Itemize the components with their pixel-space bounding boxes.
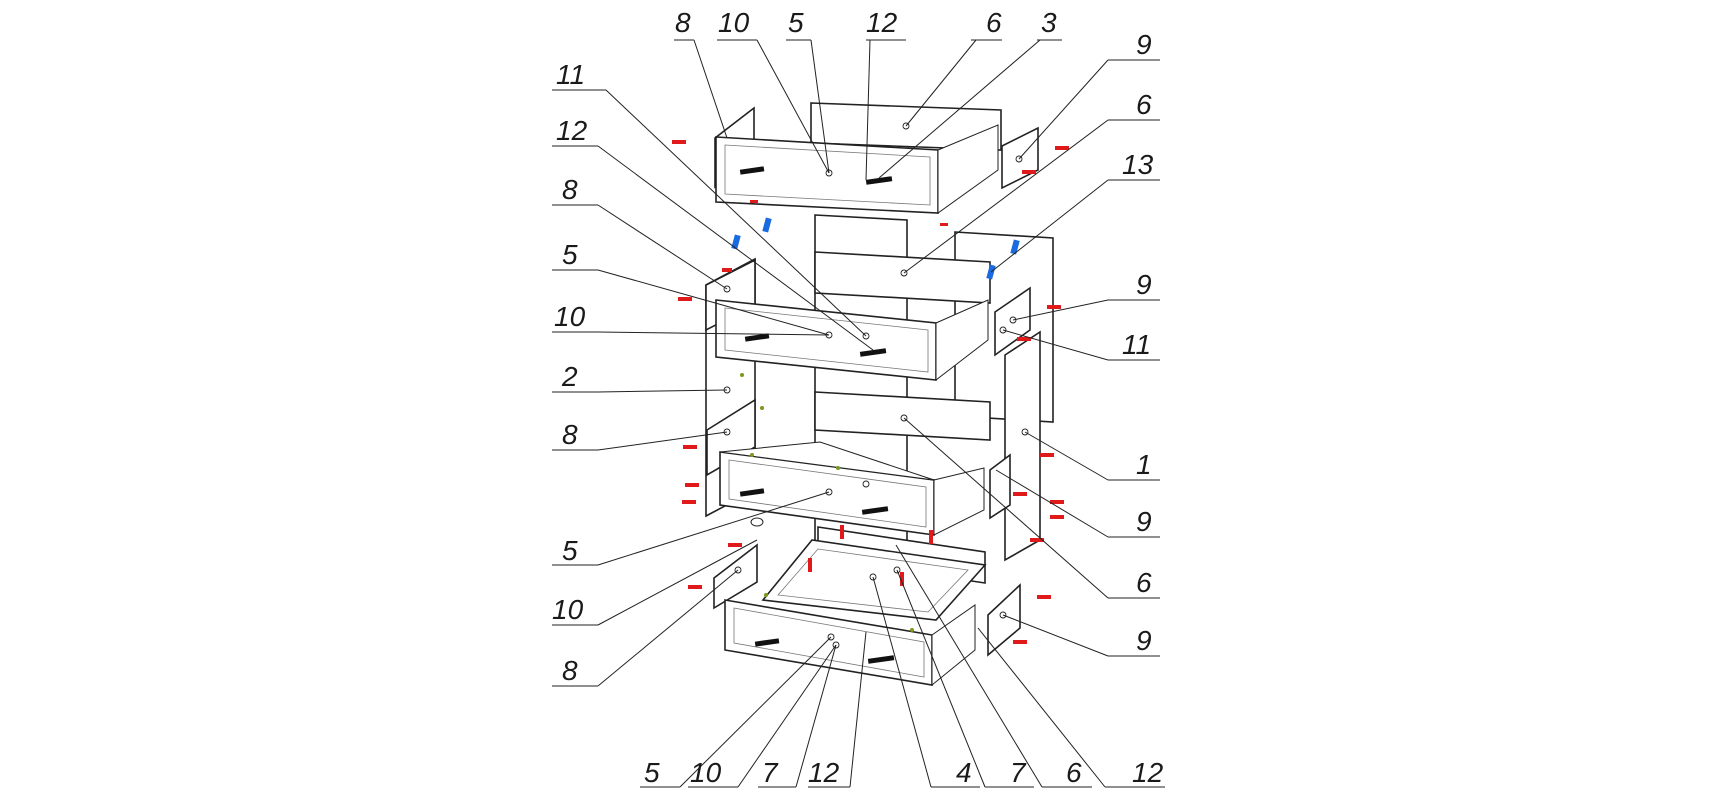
label-bottom-5: 5 bbox=[644, 757, 660, 788]
lower-drawer-group bbox=[706, 398, 1011, 536]
top-drawer-side bbox=[937, 124, 999, 214]
label-bottom-4: 4 bbox=[956, 757, 972, 788]
label-bottom-10: 10 bbox=[690, 757, 722, 788]
label-left-8a: 8 bbox=[562, 174, 578, 205]
part-labels: 8 10 5 12 6 3 11 12 8 5 10 2 8 5 10 8 9 … bbox=[552, 7, 1164, 788]
middle-back-rail-6 bbox=[814, 251, 991, 304]
label-left-2: 2 bbox=[561, 361, 578, 392]
label-left-10a: 10 bbox=[554, 301, 586, 332]
lower-left-side-panel-8 bbox=[706, 398, 756, 477]
label-left-8c: 8 bbox=[562, 655, 578, 686]
label-bottom-7a: 7 bbox=[762, 757, 779, 788]
label-right-6b: 6 bbox=[1136, 567, 1152, 598]
label-right-9b: 9 bbox=[1136, 269, 1152, 300]
label-right-9d: 9 bbox=[1136, 625, 1152, 656]
bottom-drawer-group bbox=[713, 517, 1021, 687]
lower-drawer-side bbox=[933, 467, 985, 536]
label-left-8b: 8 bbox=[562, 419, 578, 450]
label-bottom-12b: 12 bbox=[1132, 757, 1164, 788]
label-right-13: 13 bbox=[1122, 149, 1154, 180]
fasteners-group bbox=[672, 140, 1069, 644]
label-left-5b: 5 bbox=[562, 535, 578, 566]
label-left-10b: 10 bbox=[552, 594, 584, 625]
label-top-6: 6 bbox=[986, 7, 1002, 38]
middle-drawer-group bbox=[705, 258, 1031, 382]
bottom-drawer-side bbox=[931, 604, 976, 687]
leader-lines bbox=[552, 39, 1165, 788]
label-bottom-7b: 7 bbox=[1010, 757, 1027, 788]
carcass-group bbox=[705, 214, 1054, 591]
label-top-5: 5 bbox=[788, 7, 804, 38]
mid-drawer-side bbox=[935, 299, 989, 382]
right-side-panel-1 bbox=[1004, 330, 1041, 562]
label-top-12: 12 bbox=[866, 7, 898, 38]
label-top-8: 8 bbox=[675, 7, 691, 38]
lower-right-side-panel bbox=[989, 453, 1011, 520]
label-top-3: 3 bbox=[1041, 7, 1057, 38]
label-left-5a: 5 bbox=[562, 239, 578, 270]
label-right-1: 1 bbox=[1136, 449, 1152, 480]
label-right-11: 11 bbox=[1122, 329, 1151, 360]
top-drawer-group bbox=[714, 102, 1039, 214]
label-bottom-6: 6 bbox=[1066, 757, 1082, 788]
label-left-12: 12 bbox=[556, 115, 588, 146]
label-right-9a: 9 bbox=[1136, 29, 1152, 60]
bottom-left-side-panel-8 bbox=[713, 543, 758, 610]
label-right-6a: 6 bbox=[1136, 89, 1152, 120]
label-bottom-12a: 12 bbox=[808, 757, 840, 788]
label-right-9c: 9 bbox=[1136, 506, 1152, 537]
knob-part bbox=[750, 517, 764, 527]
lower-drawer-top-edge bbox=[719, 441, 935, 481]
bottom-right-side-panel-9 bbox=[987, 583, 1021, 657]
label-left-11: 11 bbox=[556, 59, 585, 90]
label-top-10: 10 bbox=[718, 7, 750, 38]
